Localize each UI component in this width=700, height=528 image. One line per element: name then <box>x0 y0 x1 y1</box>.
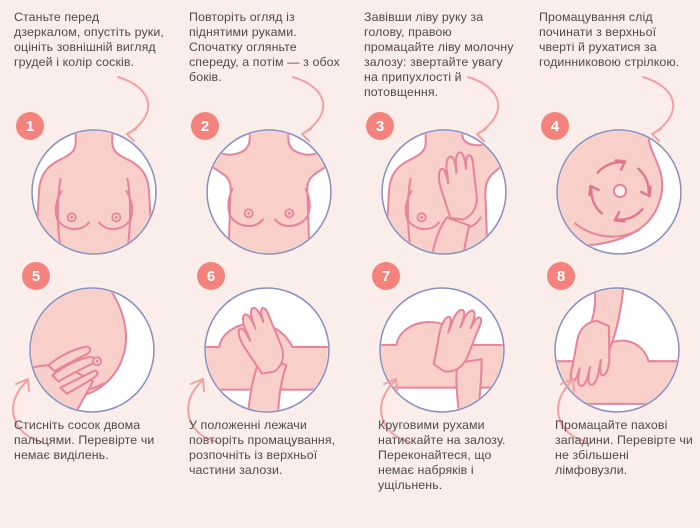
illustration-lying-circular-pressing <box>379 287 505 413</box>
step-number-badge: 4 <box>541 112 569 140</box>
step-number-badge: 8 <box>547 262 575 290</box>
step-6: 6 У положенні лежачи повторіть промацува… <box>175 258 350 528</box>
step-5: 5 Стисніть сосок двома пальцями. Перевір… <box>0 258 175 528</box>
step-number-badge: 7 <box>372 262 400 290</box>
step-5-text: Стисніть сосок двома пальцями. Перевірте… <box>14 418 155 462</box>
curved-arrow-icon <box>292 76 325 142</box>
step-3-text: Завівши ліву руку за голову, правою пром… <box>364 10 514 99</box>
step-2-text: Повторіть огляд із піднятими руками. Спо… <box>189 10 340 84</box>
illustration-fingers-squeezing-nipple <box>29 287 155 413</box>
step-3: Завівши ліву руку за голову, правою пром… <box>350 0 525 258</box>
step-number-badge: 3 <box>366 112 394 140</box>
illustration-breast-clockwise-arrows <box>556 129 682 255</box>
step-number-badge: 6 <box>197 262 225 290</box>
step-number-badge: 1 <box>16 112 44 140</box>
curved-arrow-icon <box>117 76 150 142</box>
illustration-lying-hand-pressing-gland <box>204 287 330 413</box>
step-7-text: Круговими рухами натискайте на залозу. П… <box>378 418 506 492</box>
step-6-text: У положенні лежачи повторіть промацуванн… <box>189 418 336 477</box>
step-1: Станьте перед дзеркалом, опустіть руки, … <box>0 0 175 258</box>
curved-arrow-icon <box>557 378 588 443</box>
illustration-torso-front-arms-raised <box>206 129 332 255</box>
step-4-text: Промацування слід починати з верхньої чв… <box>539 10 680 69</box>
step-2: Повторіть огляд із піднятими руками. Спо… <box>175 0 350 258</box>
step-4: Промацування слід починати з верхньої чв… <box>525 0 700 258</box>
clockwise-motion-arrows <box>588 159 652 223</box>
illustration-hand-palpating-breast <box>381 129 507 255</box>
step-1-text: Станьте перед дзеркалом, опустіть руки, … <box>14 10 164 69</box>
illustration-lying-armpit-palpation <box>554 287 680 413</box>
step-7: 7 Круговими рухами натискайте на залозу.… <box>350 258 525 528</box>
curved-arrow-icon <box>467 76 500 142</box>
step-8-text: Промацайте пахові западини. Перевірте чи… <box>555 418 693 477</box>
step-number-badge: 5 <box>22 262 50 290</box>
step-8: 8 Промацайте пахові западини. Перевірте … <box>525 258 700 528</box>
curved-arrow-icon <box>12 378 43 443</box>
curved-arrow-icon <box>380 378 411 443</box>
curved-arrow-icon <box>187 378 218 443</box>
curved-arrow-icon <box>642 76 675 142</box>
step-number-badge: 2 <box>191 112 219 140</box>
illustration-torso-front-arms-down <box>31 129 157 255</box>
